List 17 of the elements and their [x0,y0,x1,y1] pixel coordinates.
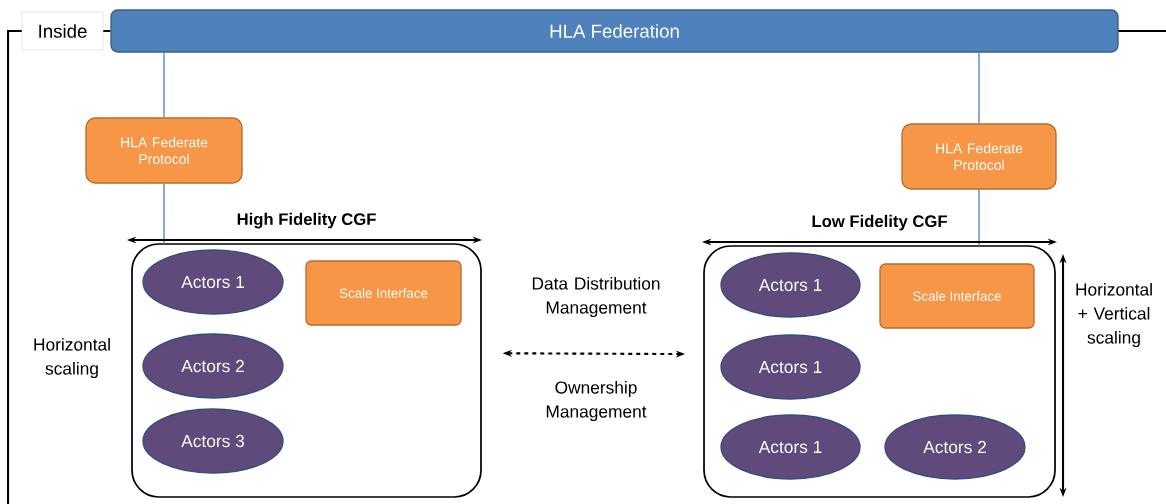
node-label: Low Fidelity CGF [812,214,947,231]
node-label: High Fidelity CGF [237,212,376,229]
management-label: Data Distribution Management [532,276,660,318]
label-box: Inside [21,11,104,51]
scaling-label: Horizontal + Vertical scaling [1076,282,1152,348]
interface-box: Scale Interface [305,260,462,326]
protocol-box: HLA Federate Protocol [901,123,1057,190]
protocol-box: HLA Federate Protocol [85,117,243,184]
connector [163,183,165,245]
interface-box: Scale Interface [879,263,1035,329]
scaling-label: Horizontal scaling [34,337,110,379]
federation-bar: HLA Federation [110,9,1119,53]
connector [978,52,980,124]
management-label: Ownership Management [546,380,647,422]
connector [163,52,165,118]
connector [102,30,112,32]
connector [978,189,980,247]
